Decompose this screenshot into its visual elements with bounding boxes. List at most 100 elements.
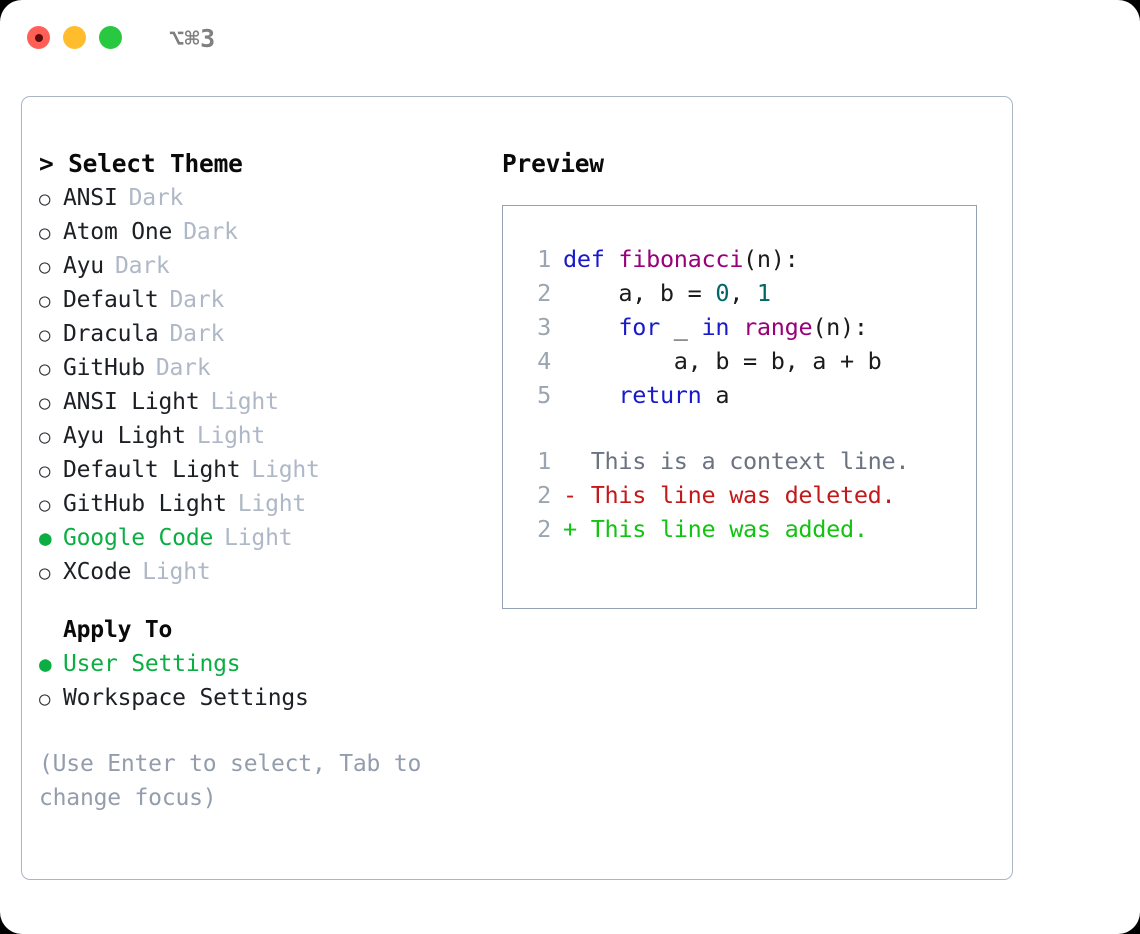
theme-option-label: GitHub Light	[63, 491, 227, 517]
theme-option-label: Google Code	[63, 525, 214, 551]
code-token-plain: ,	[729, 279, 757, 307]
code-line-number: 4	[537, 347, 551, 375]
maximize-button[interactable]	[99, 26, 122, 49]
diff-line-number: 2	[537, 515, 551, 543]
minimize-button[interactable]	[63, 26, 86, 49]
diff-line-number: 2	[537, 481, 551, 509]
code-line-content: for _ in range(n):	[563, 310, 868, 344]
theme-option-google-code[interactable]: ● Google Code Light	[39, 521, 489, 555]
diff-marker	[563, 444, 577, 478]
code-line-number: 1	[537, 245, 551, 273]
code-line-content: a, b = 0, 1	[563, 276, 771, 310]
theme-variant-tag: Light	[210, 389, 279, 415]
diff-marker: +	[563, 515, 577, 543]
diff-line-ctx: 1 This is a context line.	[517, 444, 970, 478]
theme-option-xcode[interactable]: ○ XCode Light	[39, 555, 489, 589]
theme-variant-tag: Light	[142, 559, 211, 585]
theme-variant-tag: Dark	[128, 185, 184, 211]
theme-variant-tag: Dark	[155, 355, 211, 381]
code-line: 4 a, b = b, a + b	[517, 344, 970, 378]
radio-unselected-icon: ○	[39, 392, 51, 414]
radio-unselected-icon: ○	[39, 688, 51, 710]
apply-to-heading: Apply To	[63, 617, 173, 643]
code-token-plain	[563, 381, 618, 409]
theme-option-github-light[interactable]: ○ GitHub Light Light	[39, 487, 489, 521]
apply-to-option-label: Workspace Settings	[63, 685, 309, 711]
code-token-num: 1	[756, 279, 771, 307]
code-line-content: def fibonacci(n):	[563, 242, 799, 276]
code-line-content: a, b = b, a + b	[563, 344, 882, 378]
theme-variant-tag: Dark	[114, 253, 170, 279]
code-line-content: return a	[563, 378, 729, 412]
radio-unselected-icon: ○	[39, 290, 51, 312]
preview-heading: Preview	[502, 149, 604, 178]
code-token-plain	[563, 313, 618, 341]
radio-selected-icon: ●	[39, 652, 52, 676]
theme-option-github[interactable]: ○ GitHub Dark	[39, 351, 489, 385]
radio-unselected-icon: ○	[39, 494, 51, 516]
theme-variant-tag: Light	[237, 491, 307, 517]
code-token-kw: def	[563, 245, 619, 273]
radio-unselected-icon: ○	[39, 358, 51, 380]
theme-variant-tag: Light	[224, 525, 293, 551]
code-token-plain: a	[701, 381, 730, 409]
code-token-plain: _	[659, 313, 702, 341]
diff-line-content: This line was added.	[576, 515, 868, 543]
theme-variant-tag: Light	[196, 423, 266, 449]
diff-line-content: This line was deleted.	[576, 481, 896, 509]
apply-to-option-workspace-settings[interactable]: ○ Workspace Settings	[39, 681, 489, 715]
theme-option-label: Ayu	[63, 253, 104, 279]
radio-unselected-icon: ○	[39, 222, 51, 244]
code-token-plain: a, b = b, a + b	[563, 347, 882, 375]
theme-variant-tag: Dark	[169, 321, 225, 347]
theme-option-label: GitHub	[63, 355, 145, 381]
close-button[interactable]	[27, 26, 50, 49]
code-token-fn: range	[743, 313, 813, 341]
diff-marker: -	[563, 481, 577, 509]
code-token-plain	[729, 313, 743, 341]
code-token-kw: return	[618, 381, 702, 409]
code-token-plain: a, b =	[563, 279, 716, 307]
apply-to-option-user-settings[interactable]: ●User Settings	[39, 647, 489, 681]
theme-variant-tag: Dark	[169, 287, 225, 313]
radio-unselected-icon: ○	[39, 460, 51, 482]
code-token-num: 0	[715, 279, 730, 307]
code-line: 2 a, b = 0, 1	[517, 276, 970, 310]
theme-option-ansi[interactable]: ○ ANSI Dark	[39, 181, 489, 215]
diff-line-content: This is a context line.	[576, 447, 910, 475]
code-token-plain: (n):	[812, 313, 868, 341]
theme-option-label: Dracula	[63, 321, 159, 347]
code-token-plain: (n):	[743, 245, 799, 273]
radio-unselected-icon: ○	[39, 188, 51, 210]
diff-snippet: 1 This is a context line. 2- This line wa…	[517, 444, 970, 546]
theme-option-label: Default Light	[63, 457, 241, 483]
keyboard-shortcut-label: ⌥⌘3	[169, 24, 216, 53]
diff-line-number: 1	[537, 447, 551, 475]
code-token-fn: fibonacci	[618, 245, 744, 273]
radio-selected-icon: ●	[39, 526, 52, 550]
code-token-kw: for	[618, 313, 660, 341]
code-line-number: 2	[537, 279, 551, 307]
theme-option-label: XCode	[63, 559, 132, 585]
theme-variant-tag: Light	[251, 457, 320, 483]
diff-line-add: 2 + This line was added.	[517, 512, 970, 546]
radio-unselected-icon: ○	[39, 562, 51, 584]
theme-option-label: ANSI	[63, 185, 118, 211]
theme-option-default-light[interactable]: ○ Default Light Light	[39, 453, 489, 487]
title-bar: ⌥⌘3	[0, 0, 1140, 78]
apply-to-option-list: ●User Settings ○ Workspace Settings	[39, 647, 489, 715]
window-controls	[27, 26, 122, 49]
